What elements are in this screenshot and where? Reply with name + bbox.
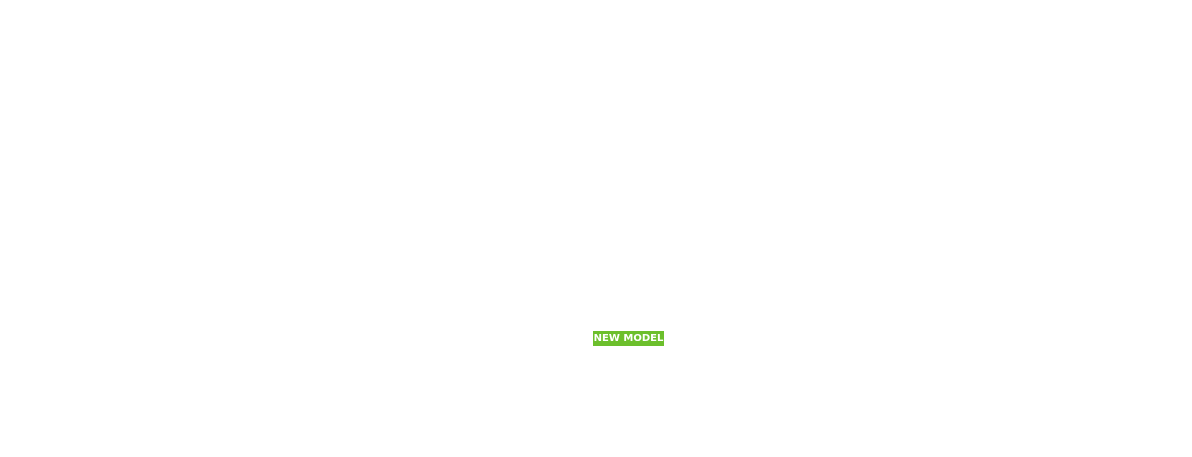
- new-model-badge: NEW MODEL: [593, 331, 664, 346]
